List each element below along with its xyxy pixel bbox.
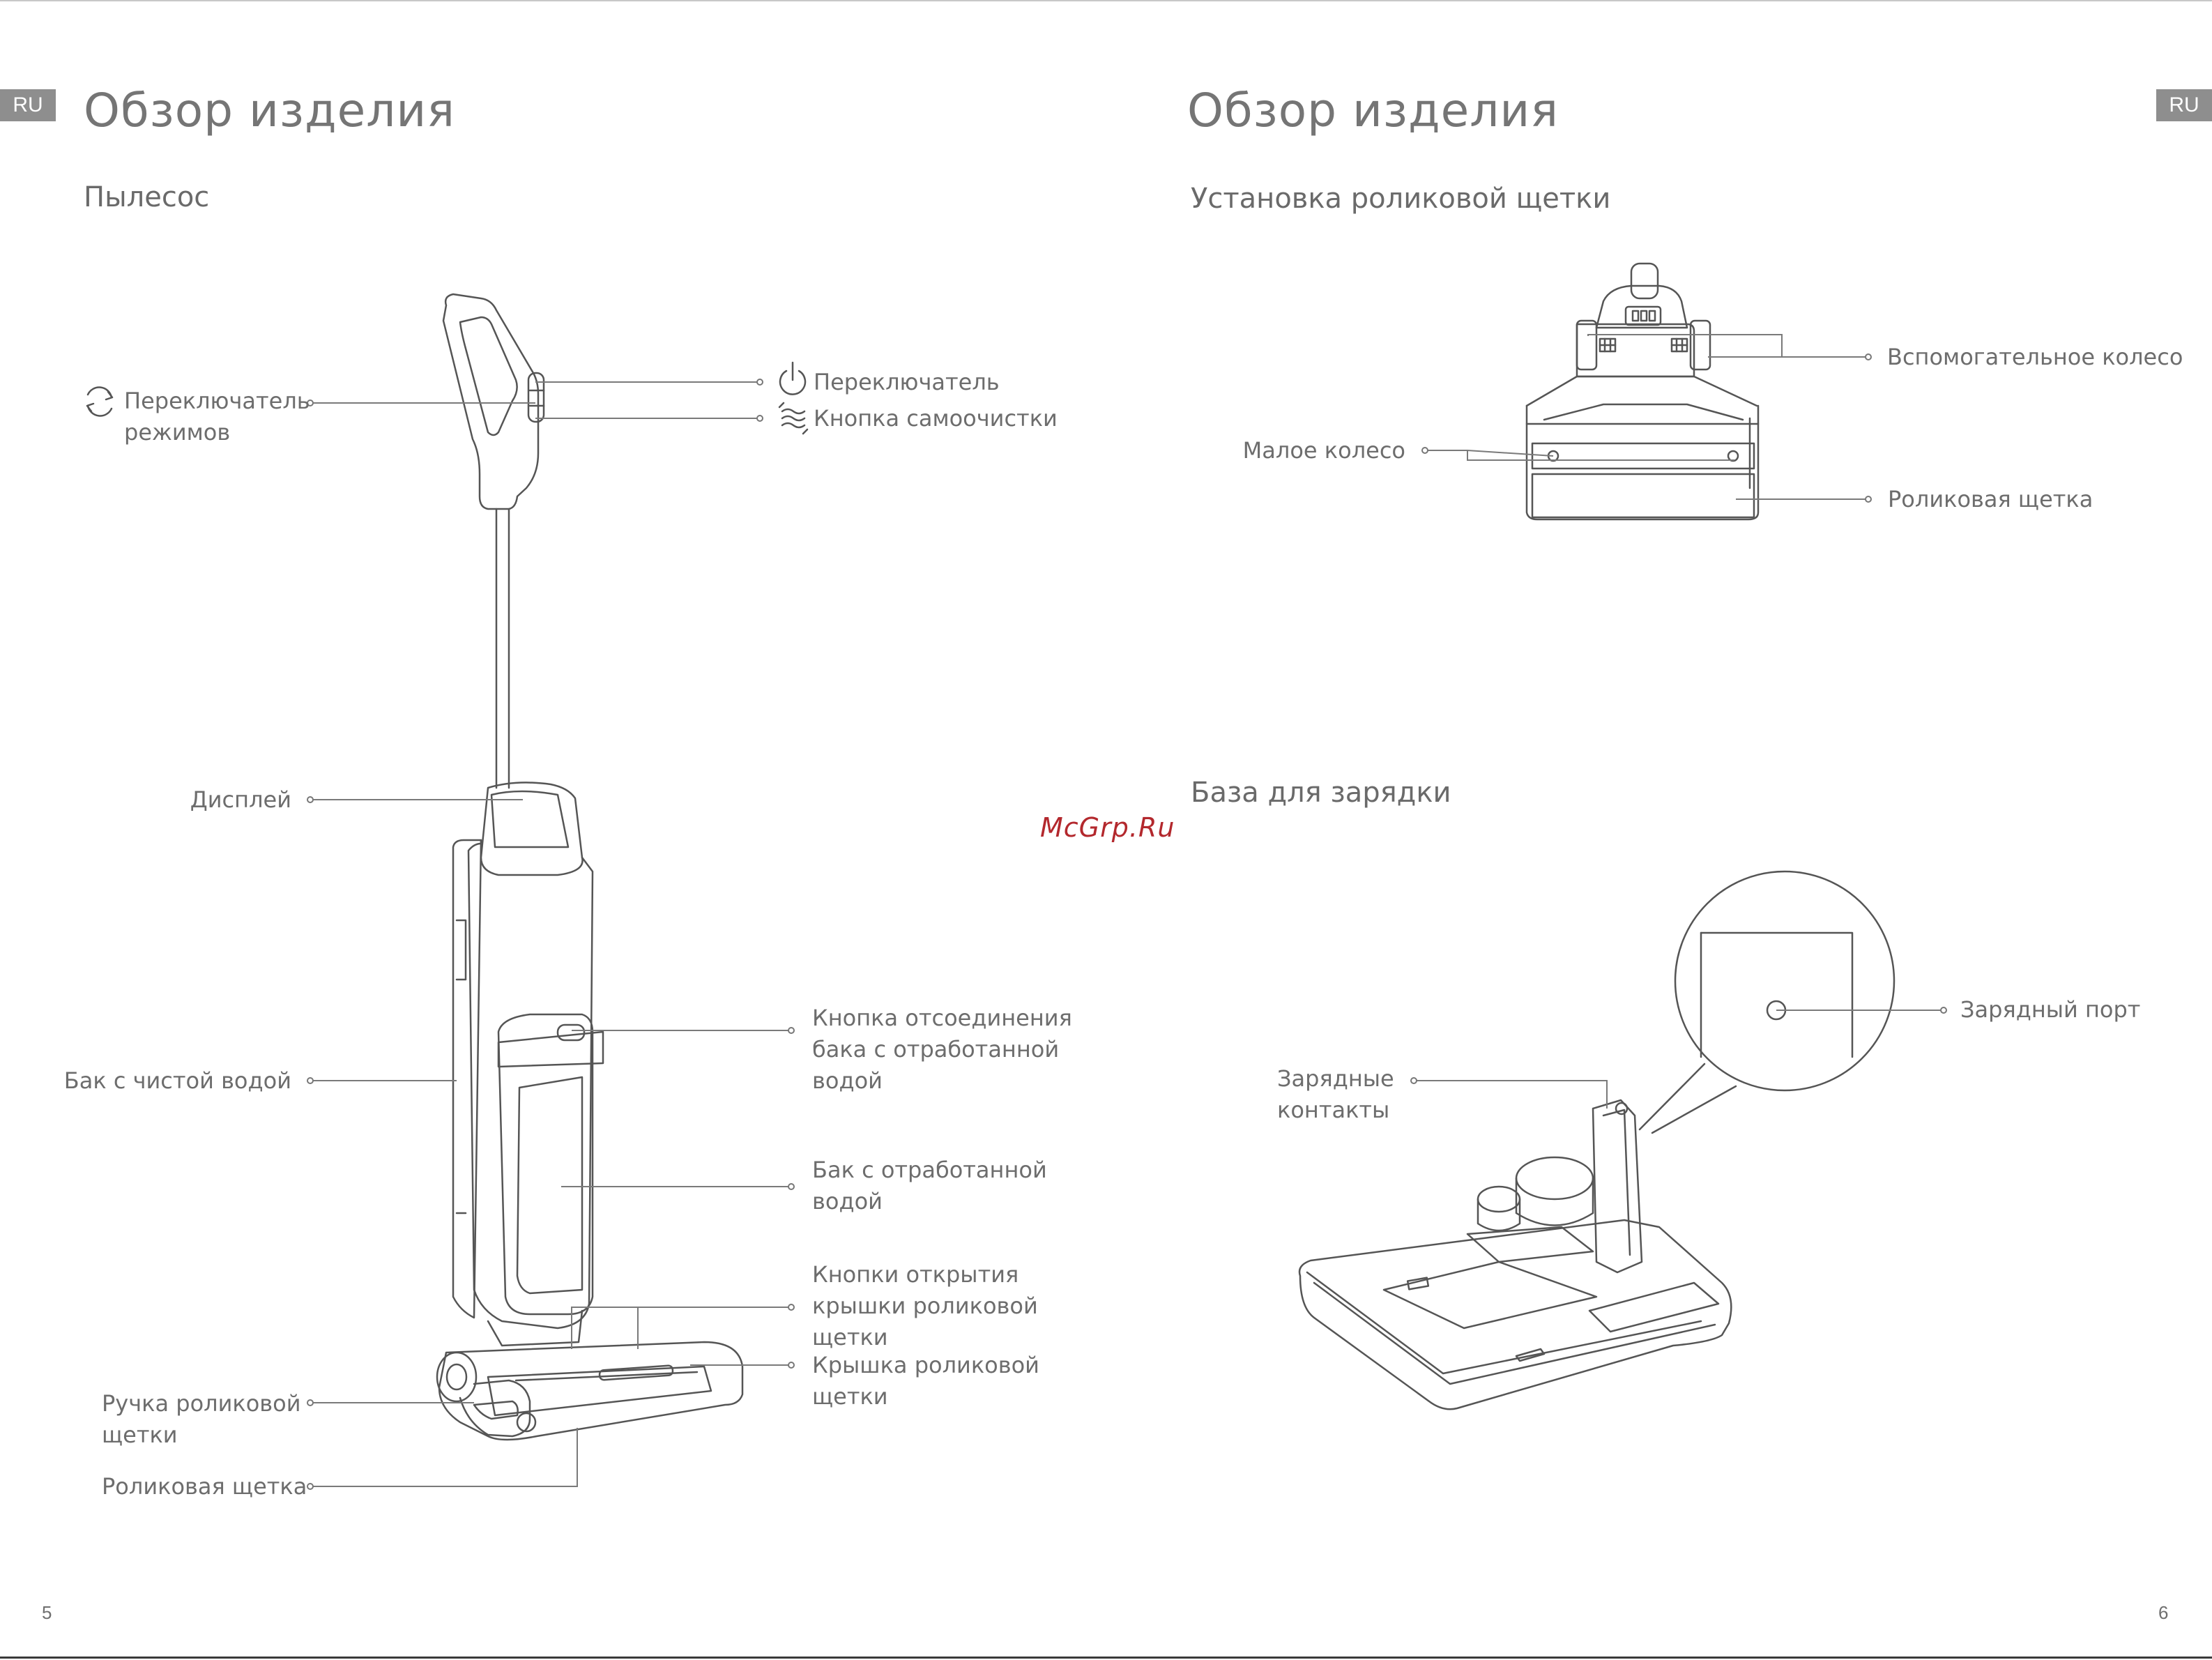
base-leader-lines <box>1410 1007 1947 1109</box>
language-badge-right: RU <box>2156 89 2212 121</box>
vacuum-drawing <box>436 293 744 1441</box>
charging-base-drawing <box>1298 870 1896 1410</box>
label-clean-water-tank: Бак с чистой водой <box>63 1067 291 1094</box>
label-mode-switch: Переключатель <box>124 388 310 414</box>
section-title-vacuum: Пылесос <box>84 181 210 213</box>
label-small-wheel: Малое колесо <box>1242 437 1405 464</box>
top-border <box>0 0 2212 1</box>
label-tank-release-line3: водой <box>812 1067 883 1094</box>
label-brush-cover-open-line3: щетки <box>812 1324 888 1350</box>
label-self-clean-button: Кнопка самоочистки <box>814 405 1058 432</box>
label-dirty-water-tank-line2: водой <box>812 1188 883 1214</box>
label-brush-cover-open-line2: крышки роликовой <box>812 1293 1038 1319</box>
label-brush-handle-line2: щетки <box>102 1422 178 1448</box>
label-display: Дисплей <box>190 786 291 813</box>
label-roller-brush-left: Роликовая щетка <box>102 1473 307 1500</box>
label-brush-cover-open-buttons: Кнопки открытия <box>812 1261 1019 1288</box>
label-roller-brush-right: Роликовая щетка <box>1888 486 2093 512</box>
label-mode-switch-line2: режимов <box>124 419 231 446</box>
section-title-roller-install: Установка роликовой щетки <box>1191 183 1611 215</box>
section-title-charging-base: База для зарядки <box>1191 777 1451 809</box>
page-title-right: Обзор изделия <box>1187 84 1559 137</box>
label-charging-port: Зарядный порт <box>1960 996 2141 1023</box>
label-tank-release-button: Кнопка отсоединения <box>812 1005 1072 1031</box>
language-badge-left: RU <box>0 89 56 121</box>
label-brush-handle: Ручка роликовой <box>102 1390 301 1417</box>
roller-brush-drawing <box>1525 262 1760 521</box>
label-brush-cover-line2: щетки <box>812 1383 888 1410</box>
page-number-left: 5 <box>42 1602 52 1623</box>
label-charging-contacts-line2: контакты <box>1277 1097 1390 1123</box>
roller-leader-lines <box>1421 334 1872 503</box>
page-title-left: Обзор изделия <box>84 84 456 137</box>
bottom-border <box>0 1657 2212 1659</box>
watermark: McGrp.Ru <box>1040 812 1175 843</box>
label-power-switch: Переключатель <box>814 369 1000 395</box>
label-brush-cover: Крышка роликовой <box>812 1352 1039 1378</box>
label-aux-wheel: Вспомогательное колесо <box>1887 344 2183 370</box>
label-icons <box>86 361 809 435</box>
page-number-right: 6 <box>2158 1602 2169 1623</box>
vacuum-leader-lines <box>307 379 795 1490</box>
label-charging-contacts: Зарядные <box>1277 1065 1394 1092</box>
label-tank-release-line2: бака с отработанной <box>812 1036 1060 1063</box>
label-dirty-water-tank: Бак с отработанной <box>812 1157 1047 1183</box>
